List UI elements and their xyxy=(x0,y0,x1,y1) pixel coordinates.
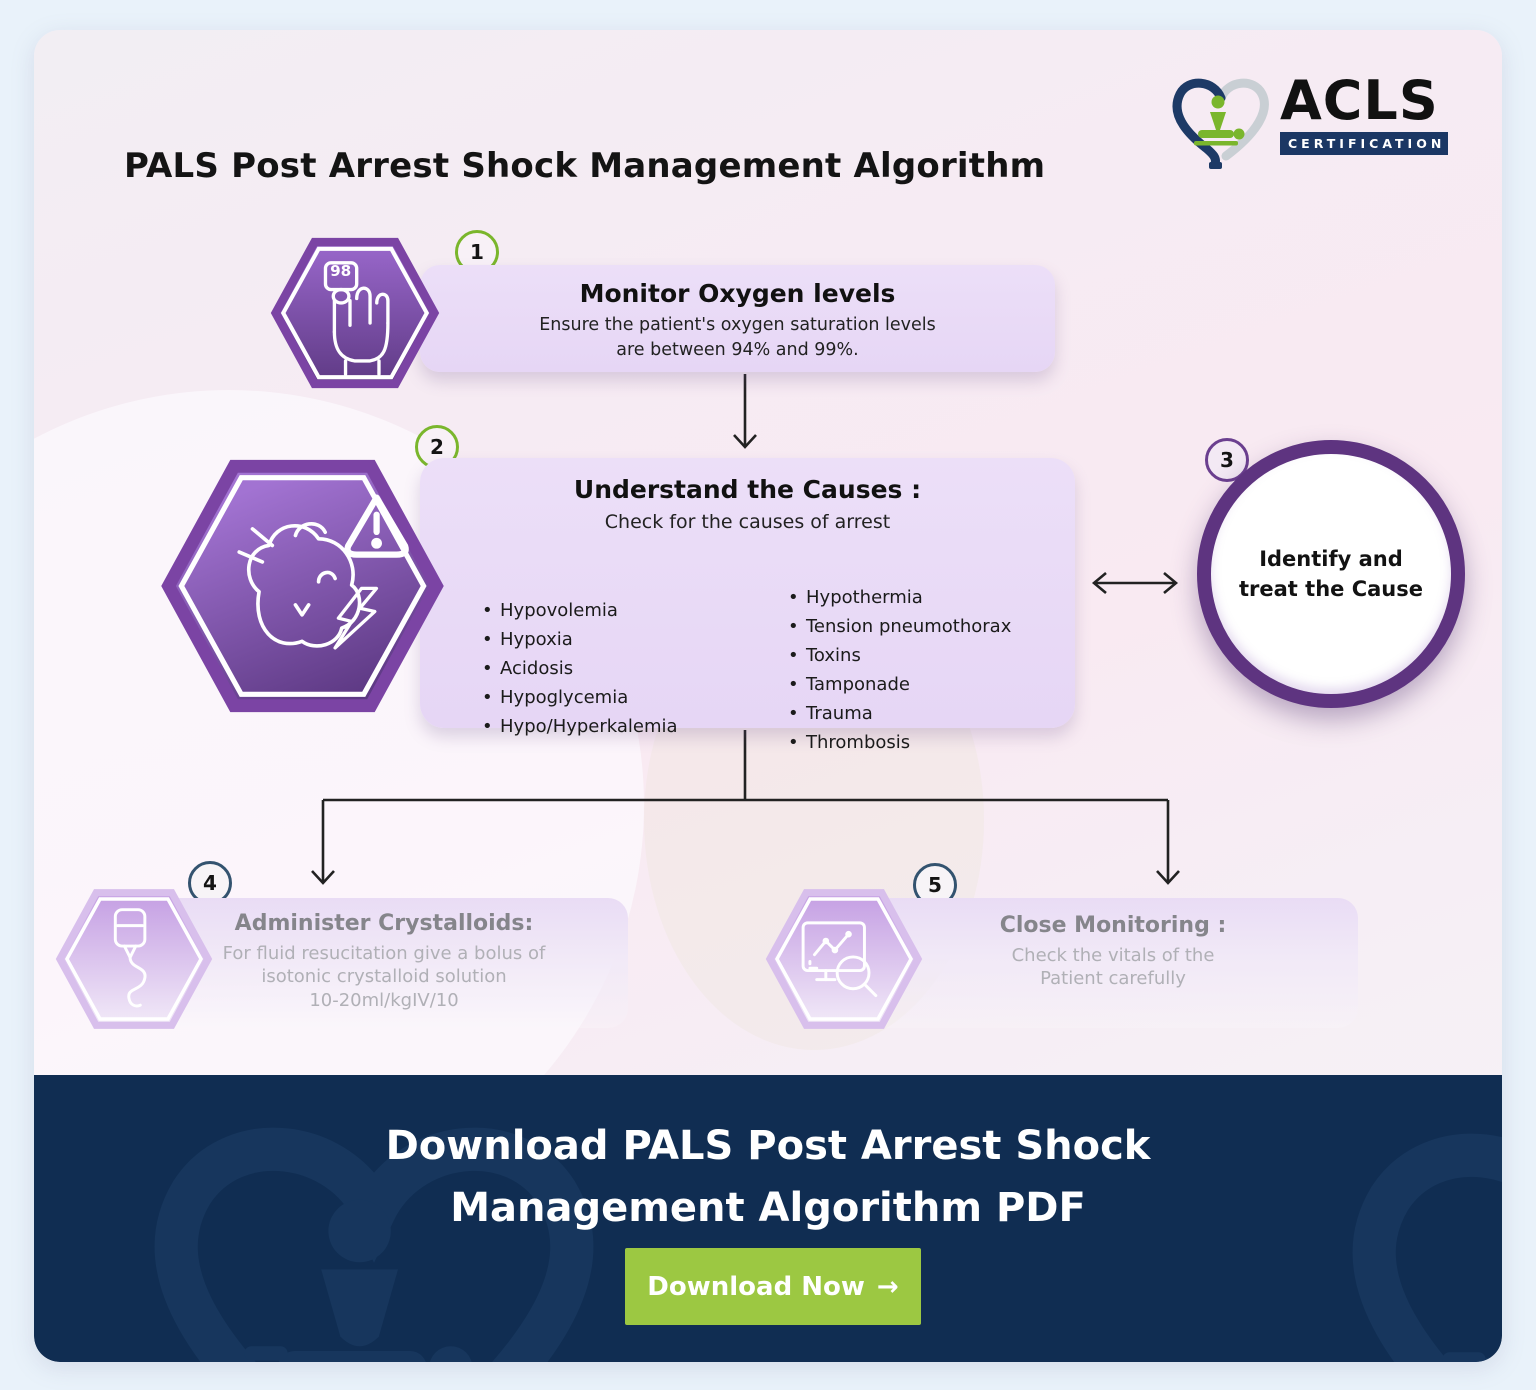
step-5-line-2: Patient carefully xyxy=(1040,968,1186,990)
acls-logo: ACLS CERTIFICATION xyxy=(1164,66,1474,176)
step-5-line-1: Check the vitals of the xyxy=(1011,945,1215,966)
download-now-button[interactable]: Download Now → xyxy=(625,1248,921,1325)
step-4-number: 4 xyxy=(203,871,217,895)
step-1-line-1: Ensure the patient's oxygen saturation l… xyxy=(539,315,936,335)
cause-item: Tamponade xyxy=(788,670,1011,699)
logo-brand-text: ACLS xyxy=(1280,69,1439,132)
step-2-box: Understand the Causes : Check for the ca… xyxy=(420,458,1075,757)
download-banner: Download PALS Post Arrest Shock Manageme… xyxy=(34,1075,1502,1362)
monitor-search-icon xyxy=(801,921,878,998)
cause-item: Hypoglycemia xyxy=(482,683,678,712)
step-4-line-3: 10-20ml/kgIV/10 xyxy=(309,989,459,1011)
banner-heading-line-2: Management Algorithm PDF xyxy=(450,1185,1086,1231)
cause-item: Hypo/Hyperkalemia xyxy=(482,712,678,741)
cpr-heart-icon xyxy=(1164,70,1276,174)
step-3-line-2: treat the Cause xyxy=(1239,577,1423,601)
step-5-box: Close Monitoring : Check the vitals of t… xyxy=(868,898,1358,1028)
logo-tagline: CERTIFICATION xyxy=(1280,132,1448,155)
banner-heart-watermark-right xyxy=(1352,1133,1502,1362)
cause-item: Acidosis xyxy=(482,654,678,683)
step-1-box: Monitor Oxygen levels Ensure the patient… xyxy=(420,265,1055,372)
cause-item: Trauma xyxy=(788,699,1011,728)
banner-heart-watermark-left xyxy=(154,1127,594,1362)
pulse-oximeter-hand-icon xyxy=(323,261,390,376)
causes-list-right: Hypothermia Tension pneumothorax Toxins … xyxy=(788,583,1011,757)
banner-heading: Download PALS Post Arrest Shock Manageme… xyxy=(34,1115,1502,1239)
download-button-label: Download Now xyxy=(647,1271,865,1302)
warning-triangle-icon xyxy=(344,494,409,558)
cause-item: Toxins xyxy=(788,641,1011,670)
step-1-hexagon: 98 xyxy=(270,237,440,389)
step-1-line-2: are between 94% and 99%. xyxy=(616,339,859,360)
iv-bag-icon xyxy=(113,908,147,1008)
step-1-number: 1 xyxy=(470,240,484,264)
step-3-line-1: Identify and xyxy=(1259,547,1403,571)
step-5-number: 5 xyxy=(928,873,942,897)
step-2-number: 2 xyxy=(430,435,444,459)
step-3-circle: Identify and treat the Cause xyxy=(1197,440,1465,708)
step-4-hexagon xyxy=(55,888,213,1030)
heart-warning-icon xyxy=(237,522,379,650)
cause-item: Hypoxia xyxy=(482,625,678,654)
causes-list-left: Hypovolemia Hypoxia Acidosis Hypoglycemi… xyxy=(482,596,678,741)
step-5-title: Close Monitoring : xyxy=(999,913,1227,938)
page-title: PALS Post Arrest Shock Management Algori… xyxy=(124,146,1046,186)
step-2-subtitle: Check for the causes of arrest xyxy=(604,511,891,533)
cause-item: Hypovolemia xyxy=(482,596,678,625)
step-2-hexagon xyxy=(160,452,445,720)
step-4-line-1: For fluid resucitation give a bolus of xyxy=(222,943,546,964)
cause-item: Hypothermia xyxy=(788,583,1011,612)
step-1-title: Monitor Oxygen levels xyxy=(579,279,896,308)
step-4-line-2: isotonic crystalloid solution xyxy=(261,966,507,988)
arrow-right-icon: → xyxy=(876,1271,899,1302)
infographic-card: PALS Post Arrest Shock Management Algori… xyxy=(34,30,1502,1362)
step-5-hexagon xyxy=(765,888,923,1030)
oximeter-reading: 98 xyxy=(330,262,351,280)
cause-item: Thrombosis xyxy=(788,728,1011,757)
banner-heading-line-1: Download PALS Post Arrest Shock xyxy=(385,1123,1151,1169)
step-2-title: Understand the Causes : xyxy=(573,475,922,504)
step-4-box: Administer Crystalloids: For fluid resuc… xyxy=(140,898,628,1028)
cause-item: Tension pneumothorax xyxy=(788,612,1011,641)
step-4-title: Administer Crystalloids: xyxy=(234,911,534,936)
step-3-number: 3 xyxy=(1220,448,1234,472)
